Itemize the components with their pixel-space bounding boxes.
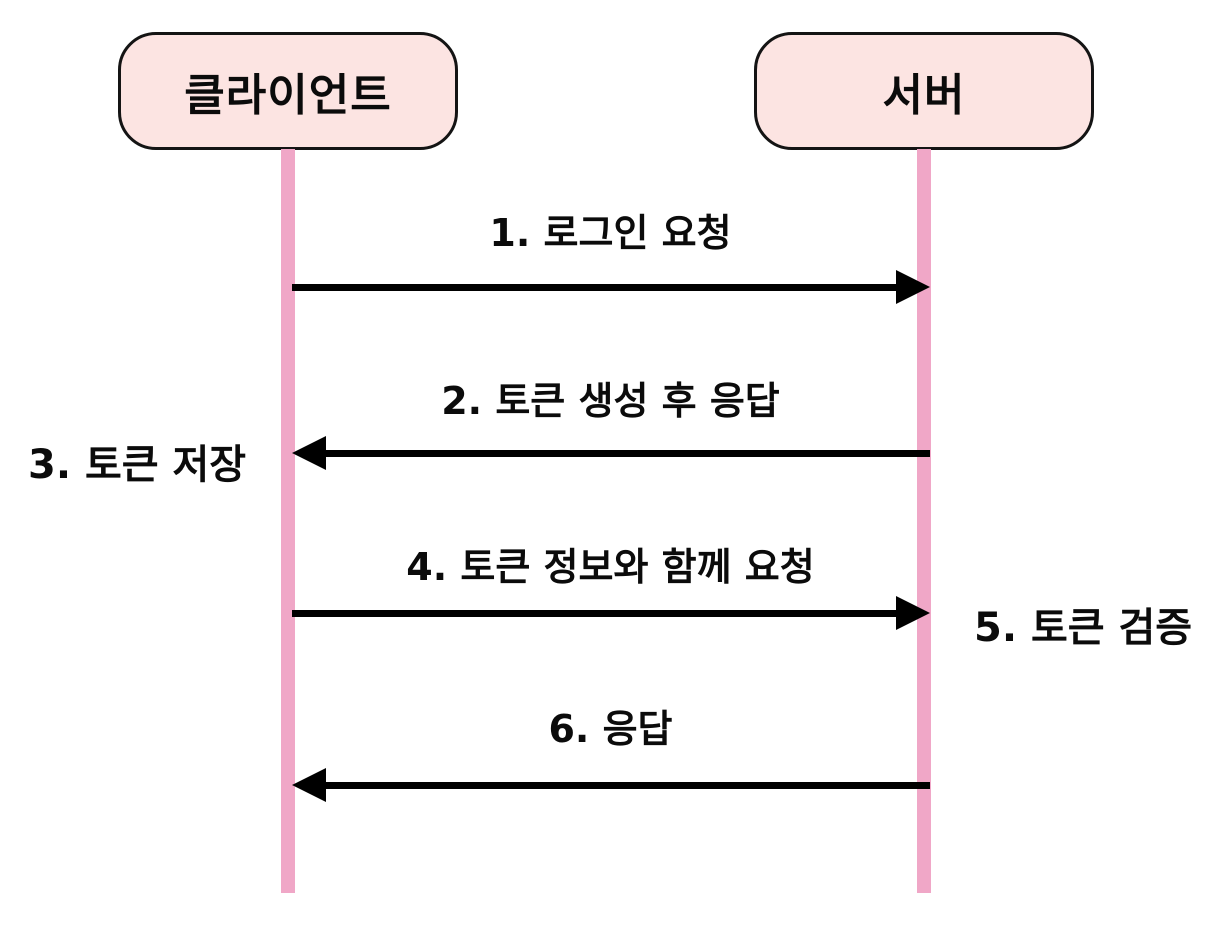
arrowhead-left-icon	[292, 436, 326, 470]
actor-client-label: 클라이언트	[184, 70, 392, 121]
message-6-label: 6. 응답	[548, 707, 673, 751]
arrowhead-left-icon	[292, 768, 326, 802]
message-line	[292, 284, 898, 291]
actor-client-box: 클라이언트	[118, 32, 458, 150]
message-line	[292, 610, 898, 617]
lifeline-server	[917, 149, 931, 893]
message-line	[322, 782, 930, 789]
actor-server-label: 서버	[882, 70, 966, 121]
note-token-save: 3. 토큰 저장	[28, 442, 247, 488]
message-4-label: 4. 토큰 정보와 함께 요청	[406, 545, 815, 589]
message-2-label: 2. 토큰 생성 후 응답	[441, 379, 780, 423]
message-line	[322, 450, 930, 457]
message-1-label: 1. 로그인 요청	[489, 211, 732, 255]
lifeline-client	[281, 149, 295, 893]
arrowhead-right-icon	[896, 270, 930, 304]
note-token-verify: 5. 토큰 검증	[974, 605, 1193, 651]
arrowhead-right-icon	[896, 596, 930, 630]
actor-server-box: 서버	[754, 32, 1094, 150]
